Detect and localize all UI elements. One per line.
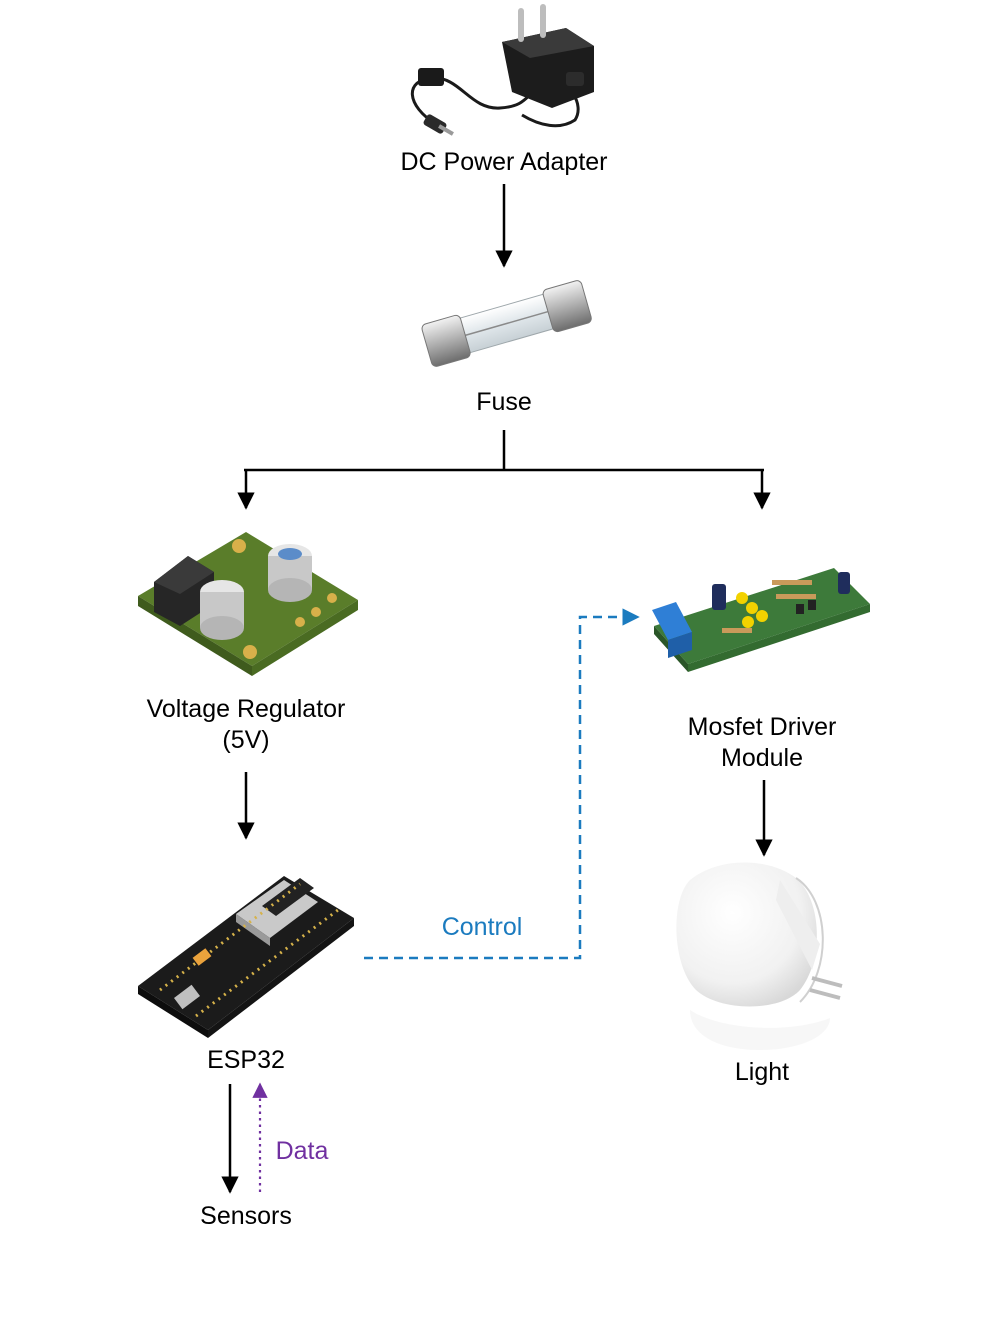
esp32-label: ESP32 [207, 1046, 285, 1074]
mosfet-label: Mosfet Driver Module [612, 712, 912, 774]
adapter-label: DC Power Adapter [400, 148, 608, 176]
power-adapter-icon [410, 4, 594, 136]
data-edge-label: Data [275, 1137, 329, 1165]
glass-fuse-icon [421, 280, 592, 367]
regulator-label: Voltage Regulator (5V) [96, 694, 396, 756]
regulator-label-line2: (5V) [222, 726, 270, 754]
led-bulb-icon [676, 862, 843, 1050]
sensors-label: Sensors [200, 1202, 292, 1230]
esp32-dev-board-icon [138, 876, 354, 1038]
mosfet-driver-board-icon [652, 568, 870, 672]
power-wiring [221, 184, 773, 1194]
mosfet-label-line2: Module [721, 744, 803, 772]
light-label: Light [734, 1058, 790, 1086]
regulator-label-line1: Voltage Regulator [146, 695, 346, 723]
control-signal-line [364, 608, 640, 960]
mosfet-label-line1: Mosfet Driver [687, 713, 837, 741]
voltage-regulator-board-icon [138, 532, 358, 676]
control-edge-label: Control [441, 913, 523, 941]
fuse-label: Fuse [476, 388, 532, 416]
